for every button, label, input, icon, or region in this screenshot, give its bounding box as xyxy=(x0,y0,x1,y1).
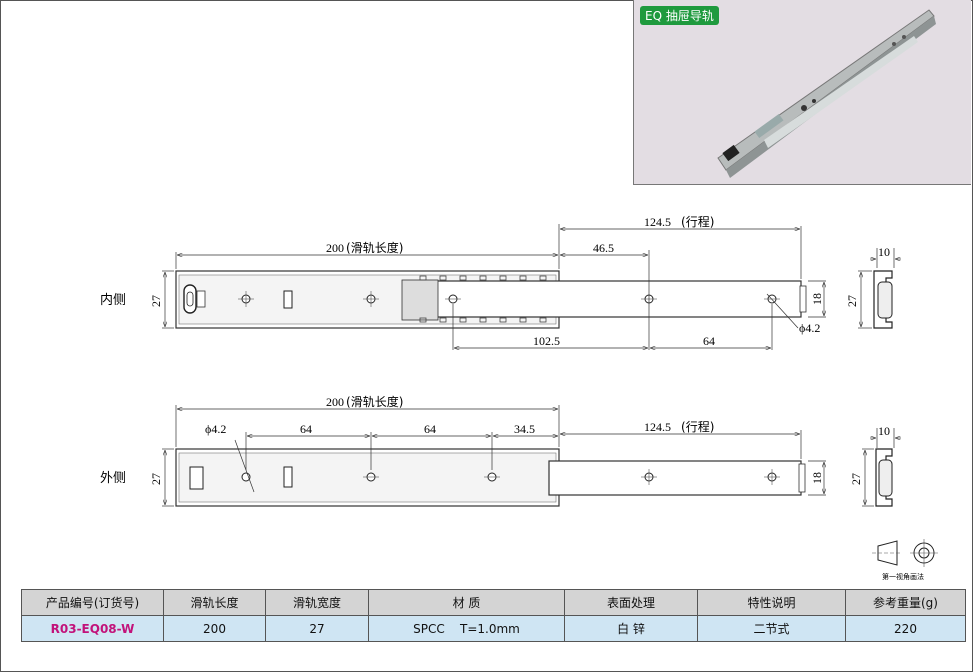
dim-64-b: 64 xyxy=(424,422,436,436)
cell-rail-length: 200 xyxy=(163,615,266,642)
dim-h-27-inner: 27 xyxy=(149,295,163,307)
cell-weight: 220 xyxy=(845,615,966,642)
projection-label: 第一视角画法 xyxy=(882,572,924,581)
dim-side-27-inner: 27 xyxy=(845,295,859,307)
header-weight: 参考重量(g) xyxy=(845,589,966,616)
dim-side-10-outer: 10 xyxy=(878,424,890,438)
slide-photo-illustration xyxy=(717,9,936,178)
dim-hole-outer: ϕ4.2 xyxy=(205,422,226,436)
table-row: R03-EQ08-W 200 27 SPCC T=1.0mm 白 锌 二节式 2… xyxy=(21,615,966,642)
dim-hole-inner: ϕ4.2 xyxy=(799,321,820,335)
header-features: 特性说明 xyxy=(697,589,846,616)
dim-64-inner: 64 xyxy=(703,334,715,348)
inner-side-label: 内侧 xyxy=(100,292,126,308)
dim-h-18-inner: 18 xyxy=(810,293,824,305)
dim-h-18-outer: 18 xyxy=(810,472,824,484)
spec-table-header-row: 产品编号(订货号) 滑轨长度 滑轨宽度 材 质 表面处理 特性说明 参考重量(g… xyxy=(21,589,966,616)
dim-64-a: 64 xyxy=(300,422,312,436)
dim-inner-stroke: 124.5 xyxy=(644,215,671,229)
dim-side-27-outer: 27 xyxy=(849,473,863,485)
outer-side-label: 外侧 xyxy=(100,471,126,486)
cell-surface-treatment: 白 锌 xyxy=(564,615,698,642)
cell-features: 二节式 xyxy=(697,615,846,642)
dim-outer-stroke: 124.5 xyxy=(644,420,671,434)
technical-drawing: 200 (滑轨长度) 124.5 (行程) 46.5 102.5 64 ϕ4.2… xyxy=(100,214,938,581)
dim-inner-length-suffix: (滑轨长度) xyxy=(346,240,403,255)
dim-outer-length-suffix: (滑轨长度) xyxy=(346,394,403,409)
header-part-number: 产品编号(订货号) xyxy=(21,589,164,616)
spec-table: 产品编号(订货号) 滑轨长度 滑轨宽度 材 质 表面处理 特性说明 参考重量(g… xyxy=(21,589,966,642)
header-surface-treatment: 表面处理 xyxy=(564,589,698,616)
cell-rail-width: 27 xyxy=(265,615,369,642)
dim-outer-length: 200 xyxy=(326,395,344,409)
outer-view: 200 (滑轨长度) 124.5 (行程) ϕ4.2 64 64 34.5 27… xyxy=(100,394,901,507)
dim-102-5: 102.5 xyxy=(533,334,560,348)
header-rail-width: 滑轨宽度 xyxy=(265,589,369,616)
cell-material: SPCC T=1.0mm xyxy=(368,615,565,642)
dim-inner-length: 200 xyxy=(326,241,344,255)
cell-part-number: R03-EQ08-W xyxy=(21,615,164,642)
dim-side-10-inner: 10 xyxy=(878,245,890,259)
projection-symbol: 第一视角画法 xyxy=(872,539,938,581)
header-rail-length: 滑轨长度 xyxy=(163,589,266,616)
header-material: 材 质 xyxy=(368,589,565,616)
dim-46-5: 46.5 xyxy=(593,241,614,255)
dim-34-5: 34.5 xyxy=(514,422,535,436)
photo-tag: EQ 抽屉导轨 xyxy=(640,6,719,25)
dim-outer-stroke-suffix: (行程) xyxy=(681,419,714,434)
inner-view: 200 (滑轨长度) 124.5 (行程) 46.5 102.5 64 ϕ4.2… xyxy=(100,214,901,350)
product-photo: EQ 抽屉导轨 xyxy=(633,0,971,185)
dim-inner-stroke-suffix: (行程) xyxy=(681,214,714,229)
dim-h-27-outer: 27 xyxy=(149,473,163,485)
